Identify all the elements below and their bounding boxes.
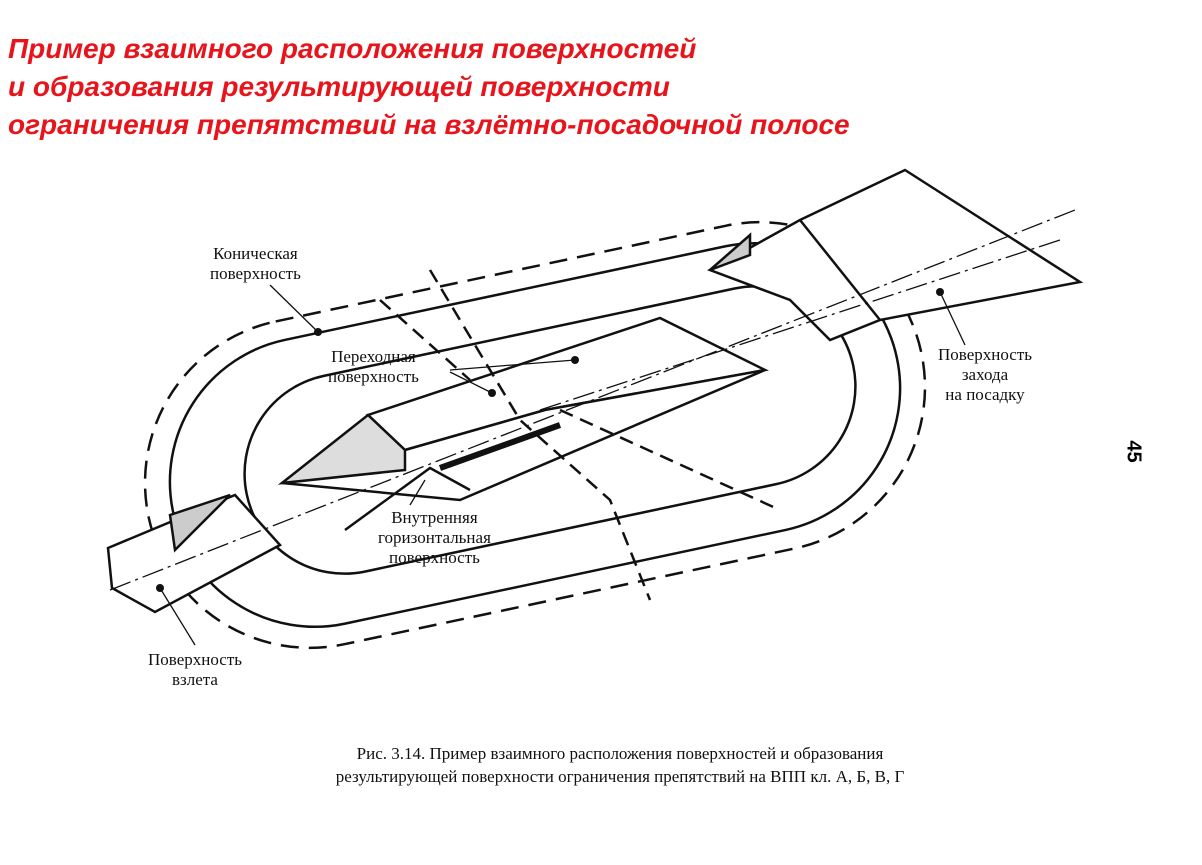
approach-surface [707,168,1084,342]
page-title: Пример взаимного расположения поверхност… [8,30,850,144]
label-line: Поверхность [938,345,1032,364]
label-line: взлета [172,670,218,689]
title-line: ограничения препятствий на взлётно-посад… [8,109,850,140]
label-transitional-surface: Переходная поверхность [328,347,419,387]
title-line: и образования результирующей поверхности [8,71,670,102]
figure-caption: Рис. 3.14. Пример взаимного расположения… [240,742,1000,788]
dashed-line [379,299,471,381]
caption-line: Рис. 3.14. Пример взаимного расположения… [356,744,884,763]
label-line: поверхность [328,367,419,386]
page-number: 45 [1122,440,1145,463]
title-line: Пример взаимного расположения поверхност… [8,33,697,64]
leader-lines [159,284,966,646]
runway [438,422,562,471]
caption-line: результирующей поверхности ограничения п… [335,767,905,786]
label-line: захода [961,365,1009,384]
label-inner-horizontal-surface: Внутренняя горизонтальная поверхность [378,508,491,568]
label-line: горизонтальная [378,528,491,547]
label-takeoff-surface: Поверхность взлета [148,650,242,690]
inner-edge [344,466,471,532]
takeoff-hatched [168,493,231,553]
transition-hatched [277,413,407,485]
label-line: Коническая [213,244,298,263]
label-approach-surface: Поверхность захода на посадку [938,345,1032,405]
centerline-2 [539,239,1061,411]
label-line: Поверхность [148,650,242,669]
approach-hatched [709,232,752,272]
label-conical-surface: Коническая поверхность [210,244,301,284]
label-line: поверхность [389,548,480,567]
label-line: на посадку [945,385,1025,404]
label-line: поверхность [210,264,301,283]
label-line: Внутренняя [391,508,478,527]
label-line: Переходная [331,347,416,366]
conical-inner-boundary [168,241,902,629]
conical-outer-boundary [143,220,927,650]
dashed-line [559,408,781,512]
inner-horizontal-boundary [243,285,857,575]
runway-centerline [109,209,1076,591]
